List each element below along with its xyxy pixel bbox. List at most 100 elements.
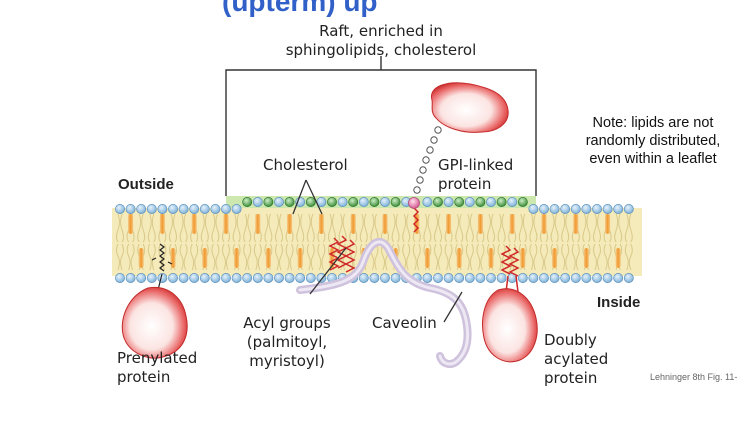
lipid-tail [476, 243, 481, 271]
sugar-ring [434, 126, 442, 134]
phospholipid-head [136, 204, 147, 214]
lipid-tail [190, 243, 195, 271]
lipid-tail [618, 213, 623, 243]
gpi-acyl-tail [412, 207, 420, 233]
sphingolipid-head [433, 197, 443, 207]
lipid-tail [582, 213, 587, 243]
lipid-tail [183, 243, 188, 271]
lipid-tail [321, 243, 326, 271]
lipid-tail [363, 213, 368, 243]
phospholipid-head [369, 273, 380, 283]
phospholipid-head [252, 273, 263, 283]
lipid-tail [306, 243, 311, 271]
lipid-tail [412, 243, 417, 271]
phospholipid-head [390, 273, 401, 283]
cholesterol-molecule [128, 214, 134, 234]
phospholipid-head [168, 273, 178, 283]
lipid-tail [469, 213, 474, 243]
lipid-tail [243, 213, 248, 243]
lipid-tail [624, 243, 629, 271]
caveolin-label: Caveolin [372, 314, 437, 332]
lipid-tail [501, 243, 506, 271]
lipid-tail [264, 213, 269, 243]
lipid-tail [279, 243, 283, 271]
cholesterol-molecule [234, 248, 240, 268]
lipid-tail [571, 243, 576, 271]
phospholipid-head [115, 204, 125, 214]
lipid-tail [416, 243, 421, 271]
phospholipid-head [242, 273, 253, 283]
prenylated-protein-label: Prenylated protein [117, 349, 198, 386]
citation: Lehninger 8th Fig. 11- [650, 372, 738, 382]
lipid-tail [597, 243, 601, 271]
prenyl-branch [151, 257, 173, 265]
lipid-tail [120, 213, 124, 243]
cholesterol-molecule [446, 214, 452, 234]
cholesterol-molecule [605, 214, 611, 234]
lipid-tail [353, 243, 358, 271]
lipid-tail [597, 213, 601, 243]
sphingolipid-head [369, 197, 380, 207]
lipid-tail [455, 213, 460, 243]
cholesterol-molecule [170, 248, 176, 268]
lipid-tail [169, 213, 173, 243]
phospholipid-head [380, 273, 390, 283]
phospholipid-head [125, 204, 136, 214]
lipid-tail [554, 213, 559, 243]
phospholipid-head [189, 204, 200, 214]
phospholipid-head [443, 197, 454, 207]
lipid-tail [438, 243, 442, 271]
lipid-tail [226, 243, 230, 271]
cholesterol-molecule [520, 248, 526, 268]
lipid-tail [529, 243, 534, 271]
cholesterol-molecules [128, 214, 621, 268]
lipid-tail [374, 243, 379, 271]
lipid-tail [444, 243, 449, 271]
lipid-tail [211, 213, 216, 243]
lipid-tail [402, 213, 407, 243]
sphingolipid-head [305, 197, 316, 207]
lipid-tail [391, 213, 396, 243]
lipid-tail [465, 243, 470, 271]
lipid-tail [434, 213, 438, 243]
acyl-chain [508, 247, 520, 277]
lipid-tail [465, 213, 470, 243]
phospholipid-head [274, 273, 284, 283]
phospholipid-head [517, 273, 528, 283]
phospholipid-head [252, 197, 263, 207]
outer-leaflet-heads [115, 197, 634, 214]
lipid-tail [215, 213, 220, 243]
phospholipid-head [613, 204, 624, 214]
gpi-protein [431, 82, 509, 133]
lipid-tail [317, 243, 322, 271]
cholesterol-molecule [159, 214, 165, 234]
acyl-chain [500, 245, 512, 275]
title-fragment: (upterm) up [222, 0, 378, 17]
phospholipid-head [581, 273, 592, 283]
phospholipid-head [199, 204, 210, 214]
phospholipid-head [146, 204, 157, 214]
phospholipid-head [168, 204, 178, 214]
sugar-ring [419, 166, 427, 174]
lipid-tail [423, 213, 428, 243]
phospholipid-head [221, 273, 231, 283]
lipid-tail [179, 243, 184, 271]
cholesterol-molecule [255, 214, 261, 234]
phospholipid-head [475, 273, 486, 283]
sphingolipid-head [475, 197, 486, 207]
lipid-tail [179, 213, 184, 243]
lipid-tail [296, 213, 301, 243]
phospholipid-head [263, 273, 274, 283]
cholesterol-molecule [138, 248, 144, 268]
acyl-anchor-icon [328, 235, 520, 293]
lipid-tail [116, 243, 120, 271]
phospholipid-head [539, 204, 549, 214]
lipid-tail [438, 213, 442, 243]
doubly-acylated-label: Doubly acylated protein [544, 331, 609, 387]
sugar-ring [422, 156, 430, 164]
phospholipid-head [592, 273, 602, 283]
acyl-chain [336, 235, 348, 269]
caveolin-edge [298, 240, 470, 366]
lipid-tail [628, 243, 633, 271]
lipid-tail [427, 213, 432, 243]
